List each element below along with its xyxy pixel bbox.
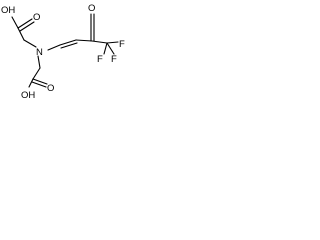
atom-label-f-right: F	[119, 39, 125, 50]
bond-oh-c-top	[11, 16, 19, 29]
bond-c-cf3	[91, 40, 108, 44]
bond-cf3-f-left	[103, 42, 108, 55]
atom-label-o-ketone: O	[88, 3, 95, 14]
bond-ch-ch-double-2	[60, 42, 78, 49]
atom-label-n: N	[36, 47, 43, 58]
bond-c-o-double-bottom-1	[32, 78, 48, 85]
atom-label-f-left: F	[97, 54, 103, 65]
bond-n-ch2-bottom	[37, 55, 41, 69]
bond-c-ch2-top	[17, 27, 25, 41]
atom-label-o-bottom: O	[47, 83, 54, 94]
bond-n-ch	[47, 44, 61, 51]
bond-ch2-n-top	[23, 39, 37, 48]
bond-c-o-double-bottom-2	[31, 81, 47, 88]
atom-label-f-bottom: F	[111, 54, 117, 65]
chemical-structure-diagram: OH O N O F F F O OH	[1, 3, 125, 101]
bond-cf3-f-bottom	[106, 42, 115, 55]
bond-cf3-f-right	[106, 41, 119, 44]
atom-label-oh-bottom: OH	[21, 90, 35, 101]
bond-c-o-double-top-2	[19, 21, 35, 32]
atom-label-oh-top: OH	[1, 5, 15, 16]
bond-c-o-double-top-1	[17, 18, 33, 29]
atom-label-o-top: O	[33, 12, 40, 23]
bond-ch-ch-double-1	[59, 39, 77, 46]
bond-ch-c-ketone	[75, 39, 93, 42]
bond-ch2-c-bottom	[32, 67, 41, 80]
bond-c-oh-bottom	[28, 78, 34, 88]
